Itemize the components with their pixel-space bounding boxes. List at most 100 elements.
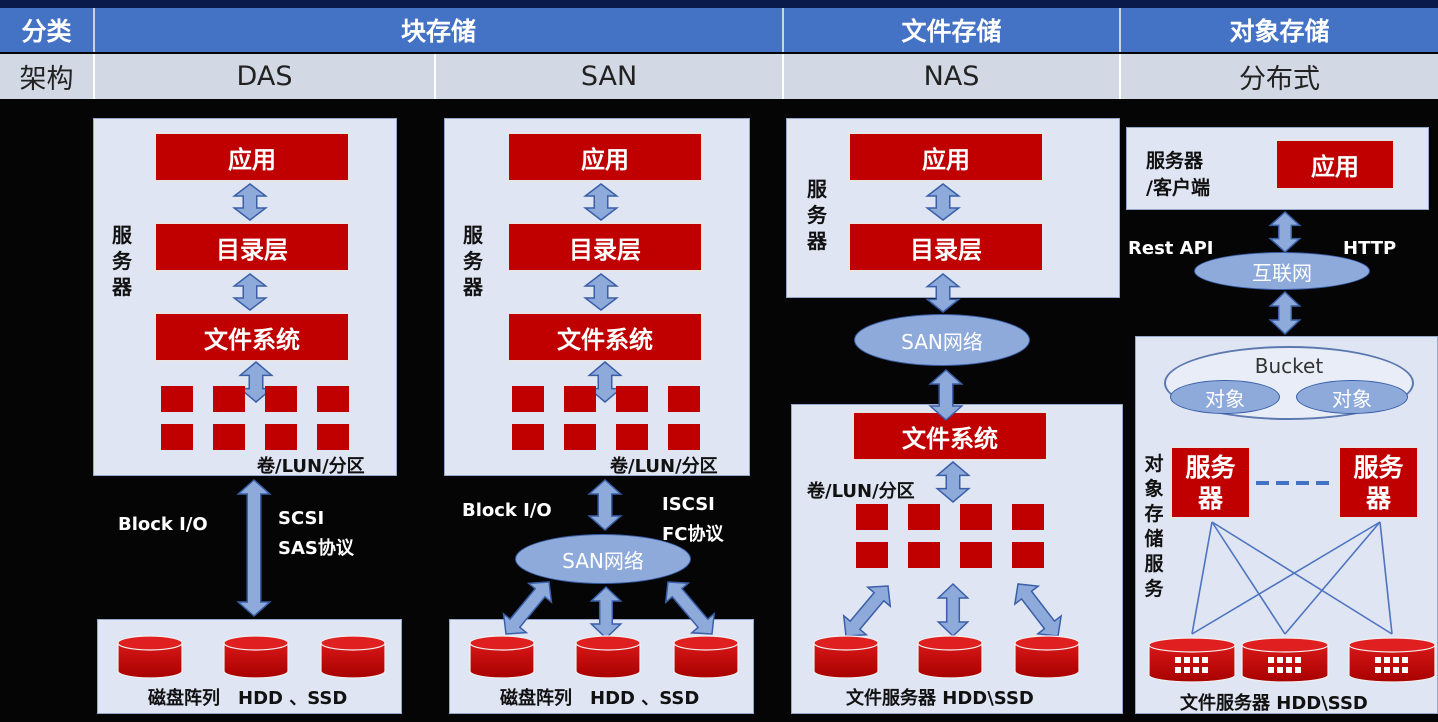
das-server-label: 服务器 xyxy=(112,223,132,299)
nas-arrow-net-fs xyxy=(928,368,964,422)
san-arrow-net-disk3 xyxy=(664,581,716,635)
sub-nas: NAS xyxy=(784,54,1121,99)
header-category-label: 分类 xyxy=(21,17,72,46)
san-arrow-fs-vol xyxy=(587,361,623,403)
obj-disk-0-top xyxy=(1148,637,1236,653)
nas-block-2 xyxy=(960,504,992,530)
san-block-1 xyxy=(564,386,596,412)
obj-disk-label: 文件服务器 HDD\SSD xyxy=(1180,693,1368,714)
san-io-label: Block I/O xyxy=(462,500,552,521)
nas-arrow-vol-disk3 xyxy=(1013,583,1063,637)
obj-disk-2-cell-1-0 xyxy=(1375,667,1381,673)
san-block-6 xyxy=(616,424,648,450)
obj-disk-2-body xyxy=(1348,644,1436,683)
obj-disk-0-cell-0-1 xyxy=(1184,657,1190,663)
header-block-label: 块存储 xyxy=(400,17,476,46)
san-network: SAN网络 xyxy=(515,534,691,584)
nas-app-box: 应用 xyxy=(848,132,1044,182)
san-disk-2-body xyxy=(673,642,739,679)
obj-line-4 xyxy=(1191,521,1381,635)
das-proto2-label: SAS协议 xyxy=(278,538,354,559)
obj-disk-0-cell-1-1 xyxy=(1184,667,1190,673)
nas-server-label: 服务器 xyxy=(807,177,827,253)
obj-disk-1-cell-1-0 xyxy=(1268,667,1274,673)
san-disk-0-top xyxy=(469,635,535,651)
obj-line-2 xyxy=(1211,521,1286,635)
obj-object-2: 对象 xyxy=(1296,380,1408,414)
nas-dir-box: 目录层 xyxy=(848,222,1044,272)
header-file-storage: 文件存储 xyxy=(784,8,1121,52)
obj-server-1-line2: 器 xyxy=(1197,483,1223,513)
obj-disk-1-top xyxy=(1241,637,1329,653)
sub-san: SAN xyxy=(436,54,784,99)
nas-block-0 xyxy=(856,504,888,530)
das-block-1 xyxy=(213,386,245,412)
das-disk-2-top xyxy=(320,635,386,651)
obj-disk-0 xyxy=(1148,637,1236,683)
das-disk-2 xyxy=(320,635,386,679)
obj-disk-1-body xyxy=(1241,644,1329,683)
obj-app-box: 应用 xyxy=(1275,139,1395,190)
nas-disk-1-body xyxy=(917,642,983,679)
san-block-5 xyxy=(564,424,596,450)
obj-disk-2-cell-1-2 xyxy=(1393,667,1399,673)
san-server-label: 服务器 xyxy=(463,223,483,299)
obj-line-1 xyxy=(1191,521,1213,635)
nas-disk-1 xyxy=(917,635,983,679)
nas-vol-label: 卷/LUN/分区 xyxy=(807,481,915,502)
obj-server-1-line1: 服务 xyxy=(1185,452,1236,482)
top-strip xyxy=(0,0,1438,8)
obj-disk-1-cell-0-0 xyxy=(1268,657,1274,663)
san-arrow-dir-fs xyxy=(583,273,619,311)
obj-disk-2-cell-1-3 xyxy=(1402,667,1408,673)
sub-arch-label: 架构 xyxy=(19,64,74,95)
das-disk-2-body xyxy=(320,642,386,679)
das-block-4 xyxy=(161,424,193,450)
obj-server-2-line2: 器 xyxy=(1365,483,1391,513)
obj-disk-1-cell-0-3 xyxy=(1295,657,1301,663)
nas-arrow-vol-disk2 xyxy=(936,582,970,638)
das-fs-box: 文件系统 xyxy=(154,312,350,362)
san-arrow-net-disk1 xyxy=(502,581,553,635)
obj-rest-label: Rest API xyxy=(1128,238,1214,259)
header-block-storage: 块存储 xyxy=(95,8,784,52)
das-arrow-dir-fs xyxy=(232,273,268,311)
das-app-box: 应用 xyxy=(154,132,350,182)
obj-disk-2-cell-0-1 xyxy=(1384,657,1390,663)
das-arrow-fs-vol xyxy=(238,361,274,403)
obj-disk-1-cell-1-2 xyxy=(1286,667,1292,673)
das-disk-0-body xyxy=(117,642,183,679)
header-object-label: 对象存储 xyxy=(1229,17,1330,46)
nas-disk-2-top xyxy=(1014,635,1080,651)
obj-bucket-label: Bucket xyxy=(1254,354,1324,378)
nas-block-3 xyxy=(1012,504,1044,530)
nas-arrow-dir-net xyxy=(925,273,961,313)
nas-network: SAN网络 xyxy=(854,314,1030,366)
square-group xyxy=(161,386,1044,568)
sub-distributed: 分布式 xyxy=(1121,54,1438,99)
obj-arrow-client-internet xyxy=(1268,210,1302,254)
obj-server-2: 服务器 xyxy=(1338,446,1419,519)
san-disk-1-top xyxy=(575,635,641,651)
obj-disk-2-top xyxy=(1348,637,1436,653)
obj-line-5 xyxy=(1284,521,1381,635)
nas-block-4 xyxy=(856,542,888,568)
obj-disk-1-cell-0-1 xyxy=(1277,657,1283,663)
obj-connectors xyxy=(1191,521,1393,635)
obj-disk-1-cell-1-3 xyxy=(1295,667,1301,673)
nas-arrow-fs-vol xyxy=(935,461,971,503)
sub-arch: 架构 xyxy=(0,54,95,99)
nas-disk-2-body xyxy=(1014,642,1080,679)
san-proto1-label: ISCSI xyxy=(662,494,715,515)
san-disk-2-top xyxy=(673,635,739,651)
obj-service-label: 对象存储服务 xyxy=(1144,453,1164,600)
header-category: 分类 xyxy=(0,8,95,52)
obj-object-1: 对象 xyxy=(1170,380,1280,414)
san-block-7 xyxy=(668,424,700,450)
nas-disk-label: 文件服务器 HDD\SSD xyxy=(846,688,1034,709)
obj-server-1: 服务器 xyxy=(1170,446,1251,519)
san-proto2-label: FC协议 xyxy=(662,524,724,545)
obj-disk-0-cell-0-3 xyxy=(1202,657,1208,663)
san-app-box: 应用 xyxy=(507,132,703,182)
das-arrow-app-dir xyxy=(232,183,268,221)
